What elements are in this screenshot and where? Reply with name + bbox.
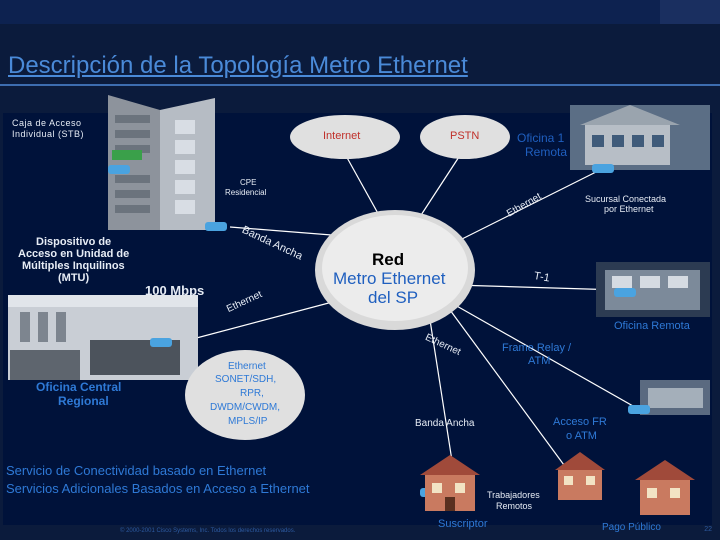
oficina-remota-1-line2: Remota	[525, 145, 568, 159]
slide-title: Descripción de la Topología Metro Ethern…	[8, 52, 468, 79]
trabajadores-line1: Trabajadores	[487, 490, 540, 500]
transport-line1: Ethernet	[228, 361, 266, 372]
internet-cloud	[290, 115, 400, 159]
acceso-fr-line2: o ATM	[566, 430, 597, 442]
branch-office-building	[570, 105, 710, 170]
pstn-cloud	[420, 115, 510, 159]
cloud-title-line3: del SP	[368, 288, 419, 307]
acceso-fr-line1: Acceso FR	[553, 416, 607, 428]
suscriptor-label: Suscriptor	[438, 518, 488, 530]
router-icon	[108, 165, 130, 174]
transport-line2: SONET/SDH,	[215, 374, 277, 385]
cpe-label-line2: Residencial	[225, 188, 267, 197]
top-bar	[0, 0, 720, 24]
frame-relay-line1: Frame Relay /	[502, 342, 572, 354]
line-central-cloud	[169, 299, 341, 346]
line-cloud-suscriptor	[429, 319, 456, 481]
trabajadores-house	[555, 452, 605, 500]
sucursal-label-line2: por Ethernet	[604, 204, 654, 214]
oficina-central-line1: Oficina Central	[36, 380, 122, 394]
mtu-label-line3: Múltiples Inquilinos	[22, 260, 125, 272]
line-branch-cloud	[449, 169, 601, 246]
speed-label: 100 Mbps	[145, 283, 205, 298]
mtu-label-line1: Dispositivo de	[36, 236, 112, 248]
transport-cloud	[185, 350, 305, 440]
pago-publico-house	[635, 460, 695, 515]
transport-line5: MPLS/IP	[228, 416, 268, 427]
oficina-remota-2-label: Oficina Remota	[614, 320, 690, 332]
pago-publico-label: Pago Público	[602, 522, 661, 533]
cloud-title-line1: Red	[372, 250, 405, 269]
frame-relay-line2: ATM	[528, 355, 551, 367]
oficina-central-line2: Regional	[58, 394, 109, 408]
footer-copyright: © 2000-2001 Cisco Systems, Inc. Todos lo…	[120, 528, 296, 534]
page-number: 22	[704, 526, 712, 533]
t1-label: T-1	[532, 270, 551, 285]
central-office-building	[8, 295, 198, 380]
cloud-title-line2: Metro Ethernet	[333, 269, 446, 288]
top-bar-accent	[660, 0, 720, 24]
stb-label-line2: Individual (STB)	[12, 129, 85, 139]
fr-office-building	[640, 380, 710, 415]
router-icon	[205, 222, 227, 231]
servicio-line1: Servicio de Conectividad basado en Ether…	[6, 463, 267, 478]
mtu-building	[108, 95, 215, 230]
cpe-label-line1: CPE	[240, 178, 257, 187]
mtu-label-line2: Acceso en Unidad de	[18, 248, 130, 260]
router-icon	[614, 288, 636, 297]
pstn-label: PSTN	[450, 130, 480, 142]
line-cloud-trabajadores	[449, 309, 576, 481]
servicio-line2: Servicios Adicionales Basados en Acceso …	[6, 481, 310, 496]
sucursal-label-line1: Sucursal Conectada	[585, 194, 667, 204]
router-icon	[592, 164, 614, 173]
oficina-remota-1-line1: Oficina 1	[517, 131, 565, 145]
line-cloud-fr	[454, 304, 641, 411]
suscriptor-house	[420, 455, 480, 511]
transport-line3: RPR,	[240, 388, 264, 399]
router-icon	[628, 405, 650, 414]
trabajadores-line2: Remotos	[496, 501, 533, 511]
router-icon	[150, 338, 172, 347]
title-divider	[0, 84, 720, 86]
internet-label: Internet	[323, 130, 361, 142]
mtu-label-line4: (MTU)	[58, 272, 90, 284]
remote-office-building	[596, 262, 710, 317]
stb-label-line1: Caja de Acceso	[12, 118, 82, 128]
line-remote-cloud	[454, 284, 621, 291]
banda-ancha-label: Banda Ancha	[415, 418, 475, 429]
transport-line4: DWDM/CWDM,	[210, 402, 280, 413]
